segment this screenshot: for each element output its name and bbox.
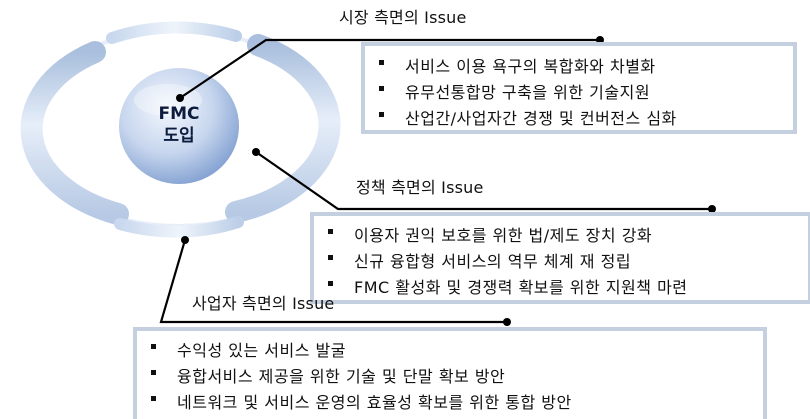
market-item-text: 서비스 이용 욕구의 복합화와 차별화 (405, 57, 656, 76)
operator-box: 수익성 있는 서비스 발굴 융합서비스 제공을 위한 기술 및 단말 확보 방안… (133, 327, 767, 419)
operator-list: 수익성 있는 서비스 발굴 융합서비스 제공을 위한 기술 및 단말 확보 방안… (151, 337, 763, 415)
bullet-icon (151, 344, 156, 349)
policy-item-text: 이용자 권익 보호를 위한 법/제도 장치 강화 (354, 226, 653, 245)
bullet-icon (379, 112, 384, 117)
market-heading: 시장 측면의 Issue (339, 8, 467, 27)
center-sphere (119, 68, 239, 184)
market-item: 산업간/사업자간 경쟁 및 컨버전스 심화 (379, 105, 793, 131)
connector-operator (159, 236, 511, 326)
bullet-icon (328, 255, 333, 260)
bullet-icon (328, 281, 333, 286)
market-item: 유무선통합망 구축을 위한 기술지원 (379, 79, 793, 105)
policy-heading: 정책 측면의 Issue (356, 178, 484, 197)
operator-item: 네트워크 및 서비스 운영의 효율성 확보를 위한 통합 방안 (151, 389, 763, 415)
policy-spacer (310, 178, 810, 182)
market-list: 서비스 이용 욕구의 복합화와 차별화 유무선통합망 구축을 위한 기술지원 산… (379, 53, 793, 131)
bullet-icon (379, 86, 384, 91)
operator-item-text: 수익성 있는 서비스 발굴 (177, 341, 346, 360)
operator-item-text: 융합서비스 제공을 위한 기술 및 단말 확보 방안 (177, 367, 506, 386)
bullet-icon (151, 396, 156, 401)
policy-item: FMC 활성화 및 경쟁력 확보를 위한 지원책 마련 (328, 274, 808, 300)
bullet-icon (379, 60, 384, 65)
policy-item-text: 신규 융합형 서비스의 역무 체계 재 정립 (354, 252, 632, 271)
policy-item-text: FMC 활성화 및 경쟁력 확보를 위한 지원책 마련 (354, 278, 688, 297)
bullet-icon (328, 229, 333, 234)
ring-graphic (20, 21, 341, 238)
center-label: FMC 도입 (124, 85, 234, 165)
operator-heading: 사업자 측면의 Issue (192, 294, 335, 313)
center-label-line2: 도입 (163, 126, 195, 146)
policy-list: 이용자 권익 보호를 위한 법/제도 장치 강화 신규 융합형 서비스의 역무 … (328, 222, 808, 300)
operator-item: 수익성 있는 서비스 발굴 (151, 337, 763, 363)
market-item: 서비스 이용 욕구의 복합화와 차별화 (379, 53, 793, 79)
policy-item: 신규 융합형 서비스의 역무 체계 재 정립 (328, 248, 808, 274)
bullet-icon (151, 370, 156, 375)
operator-item-text: 네트워크 및 서비스 운영의 효율성 확보를 위한 통합 방안 (177, 393, 572, 412)
market-item-text: 산업간/사업자간 경쟁 및 컨버전스 심화 (405, 109, 677, 128)
connector-policy (252, 148, 716, 213)
operator-item: 융합서비스 제공을 위한 기술 및 단말 확보 방안 (151, 363, 763, 389)
market-box: 서비스 이용 욕구의 복합화와 차별화 유무선통합망 구축을 위한 기술지원 산… (361, 42, 797, 134)
policy-item: 이용자 권익 보호를 위한 법/제도 장치 강화 (328, 222, 808, 248)
center-label-line1: FMC (158, 104, 200, 124)
market-item-text: 유무선통합망 구축을 위한 기술지원 (405, 83, 651, 102)
policy-box: 이용자 권익 보호를 위한 법/제도 장치 강화 신규 융합형 서비스의 역무 … (310, 212, 810, 304)
